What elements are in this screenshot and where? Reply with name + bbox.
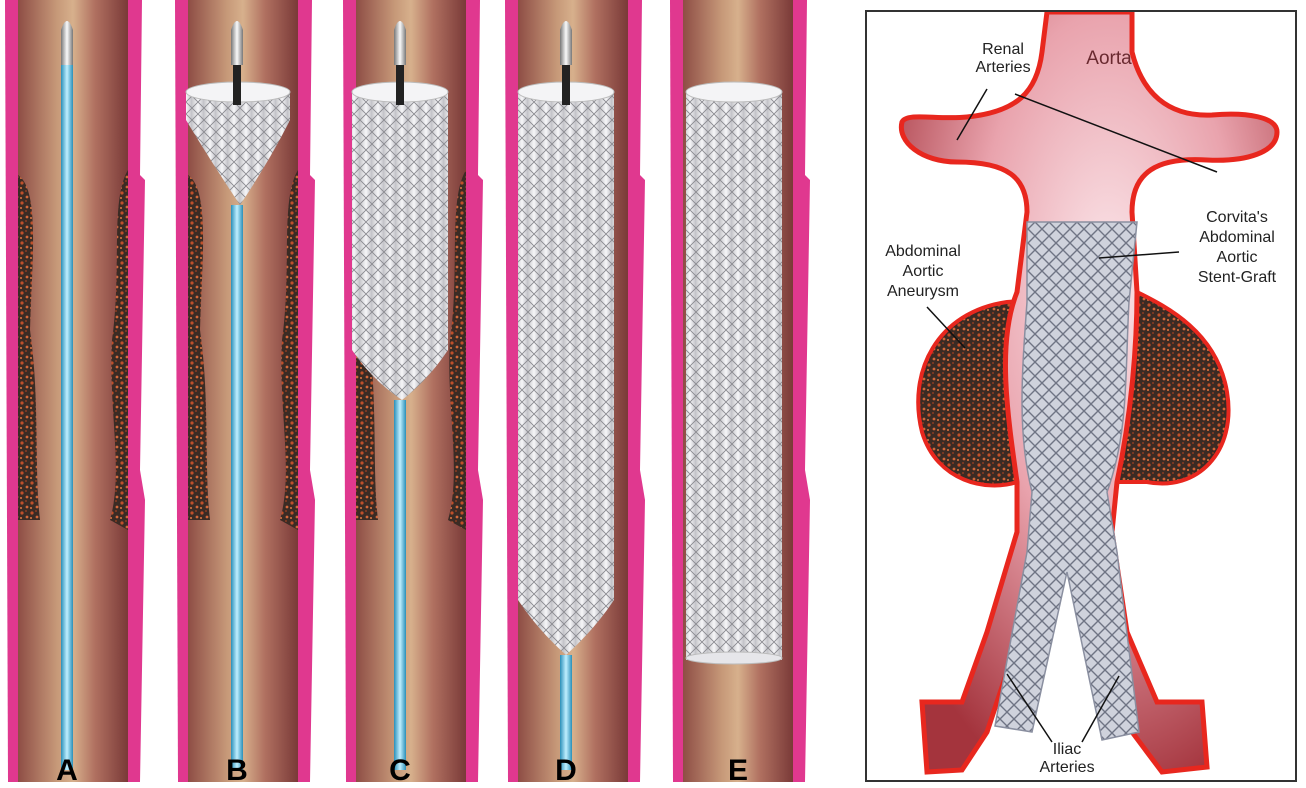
label-iliac-2: Arteries bbox=[1039, 759, 1094, 776]
label-stent-2: Abdominal bbox=[1199, 229, 1275, 246]
aorta-diagram: Aorta Renal Arteries Corvita's Abdominal… bbox=[867, 12, 1295, 780]
label-stent-3: Aortic bbox=[1217, 249, 1258, 266]
stage-label-c: C bbox=[389, 754, 411, 787]
stage-label-b: B bbox=[226, 754, 248, 787]
label-iliac-1: Iliac bbox=[1053, 741, 1081, 758]
stage-label-e: E bbox=[728, 754, 748, 787]
stage-a-vessel bbox=[5, 0, 145, 782]
label-aneurysm-3: Aneurysm bbox=[887, 283, 959, 300]
stent-deployment-sequence: A B C D E bbox=[0, 0, 850, 788]
guidewire-a bbox=[61, 65, 73, 770]
stent-d bbox=[518, 90, 614, 655]
stage-label-a: A bbox=[56, 754, 78, 787]
stage-b-vessel bbox=[175, 0, 315, 782]
label-renal-2: Arteries bbox=[975, 59, 1030, 76]
aortic-anatomy-panel: Aorta Renal Arteries Corvita's Abdominal… bbox=[865, 10, 1297, 782]
stage-label-d: D bbox=[555, 754, 577, 787]
stage-c-vessel bbox=[343, 0, 483, 782]
stage-e-vessel bbox=[670, 0, 810, 782]
stent-e bbox=[686, 90, 782, 660]
label-aorta: Aorta bbox=[1086, 48, 1132, 69]
label-aneurysm-1: Abdominal bbox=[885, 243, 961, 260]
label-aneurysm-2: Aortic bbox=[903, 263, 944, 280]
label-renal-1: Renal bbox=[982, 41, 1024, 58]
label-stent-4: Stent-Graft bbox=[1198, 269, 1277, 286]
label-stent-1: Corvita's bbox=[1206, 209, 1268, 226]
stage-d-vessel bbox=[505, 0, 645, 782]
catheter-tip-a bbox=[61, 21, 73, 65]
stent-c bbox=[352, 90, 448, 400]
